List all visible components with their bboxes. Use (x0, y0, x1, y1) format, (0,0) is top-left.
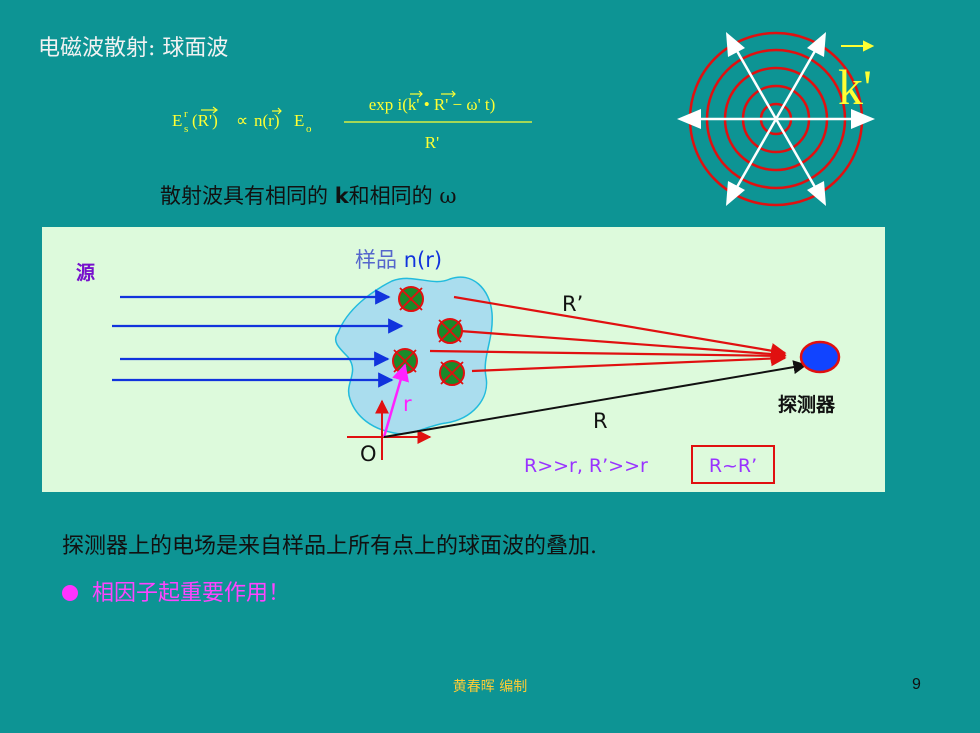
scattered-ray (471, 350, 787, 373)
page-number: 9 (912, 676, 921, 693)
bullet-dot-icon (62, 585, 78, 601)
author-footer: 黄春晖 编制 (452, 679, 528, 695)
ray-arrowhead (726, 181, 745, 206)
bullet-text: 相因子起重要作用！ (92, 581, 291, 606)
slide-title: 电磁波散射: 球面波 (38, 36, 229, 61)
scattered-ray (453, 295, 787, 359)
formula-E0: E (294, 111, 304, 130)
formula-numerator: exp i(k' • R' − ω' t) (369, 95, 496, 114)
ray-arrowhead (807, 32, 826, 57)
detector (799, 340, 841, 374)
ray-arrowhead (677, 109, 701, 129)
superposition-note: 探测器上的电场是来自样品上所有点上的球面波的叠加. (62, 534, 597, 559)
detector-label: 探测器 (778, 394, 836, 416)
wavevector-label: k' (838, 59, 872, 115)
small-r-label: r (403, 392, 412, 416)
ray-line (727, 36, 825, 202)
formula-denominator: R' (425, 133, 439, 152)
formula-propto: ∝ (236, 111, 248, 130)
scattered-ray (459, 329, 787, 362)
scattered-ray (429, 348, 787, 364)
detector-vector-R (383, 360, 808, 438)
scatterer-point (439, 360, 465, 386)
r-prime-label: R’ (562, 292, 583, 316)
approximation-label: R~R’ (709, 455, 757, 477)
formula-E0-sub: o (306, 123, 312, 135)
scatterer-point (437, 318, 463, 344)
approximation-box (691, 445, 775, 484)
scattering-geometry-panel: 源 样品 n(r) R’ R r O 探测器 R>>r, R’>>r R~R’ (42, 227, 885, 492)
ray-arrowhead (851, 109, 875, 129)
r-label: R (593, 409, 608, 433)
origin-label: O (360, 442, 377, 466)
formula-lhs-sub: s (184, 123, 188, 135)
ray-arrowhead (726, 32, 745, 57)
formula-lhs-sup: r (184, 108, 188, 120)
scatterer-point (398, 286, 424, 312)
scattered-field-formula: E r s (R') ∝ n(r) E o exp i(k' • R' − ω'… (172, 90, 532, 152)
source-label: 源 (76, 261, 95, 284)
formula-lhs-arg: (R') (192, 111, 218, 130)
sample-label: 样品 n(r) (355, 248, 442, 272)
scattering-geometry-diagram: 源 样品 n(r) R’ R r O 探测器 R>>r, R’>>r R~R’ (76, 248, 841, 484)
formula-lhs-E: E (172, 111, 182, 130)
phase-factor-bullet: 相因子起重要作用！ (62, 575, 290, 607)
formula-n-term: n(r) (254, 111, 279, 130)
ray-arrowhead (807, 181, 826, 206)
same-k-omega-note: 散射波具有相同的 k和相同的 ω (160, 184, 457, 208)
position-vector-r (382, 363, 409, 438)
condition-label: R>>r, R’>>r (524, 455, 648, 477)
spherical-wave-diagram: k' (677, 31, 875, 207)
